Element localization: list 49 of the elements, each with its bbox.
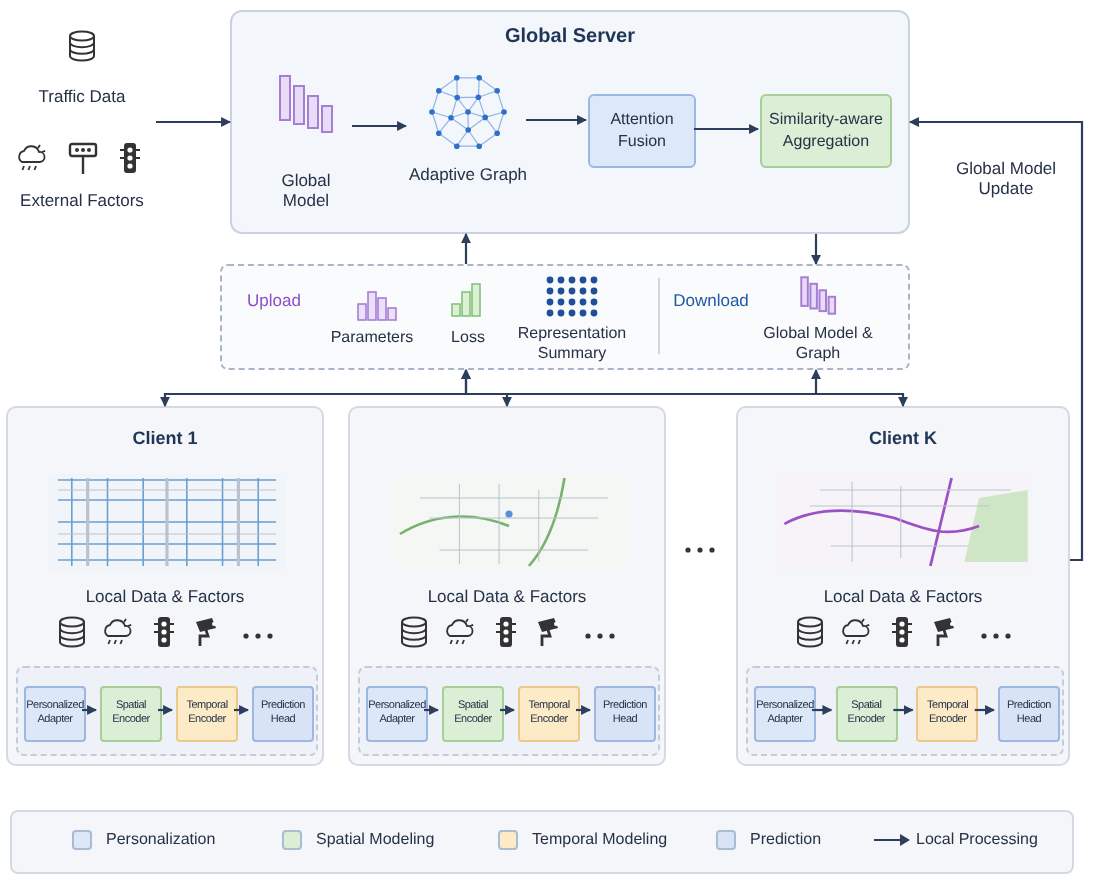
legend-label: Personalization xyxy=(106,830,216,850)
process-box: Similarity-aware Aggregation xyxy=(760,94,892,168)
process-box: Attention Fusion xyxy=(588,94,696,168)
arrow xyxy=(500,705,515,715)
arrow xyxy=(576,705,591,715)
panel-title: Client 1 xyxy=(130,428,200,450)
icon-caption: Global Model & Graph xyxy=(761,324,875,363)
icon-caption: Loss xyxy=(449,328,487,348)
caption-text: External Factors xyxy=(18,190,146,211)
legend-label: Spatial Modeling xyxy=(316,830,435,850)
legend-label: Local Processing xyxy=(916,830,1038,850)
arrow xyxy=(811,234,821,265)
section-label: Upload xyxy=(245,290,303,311)
arrow xyxy=(352,121,407,131)
icon-caption: Adaptive Graph xyxy=(408,164,528,185)
client-panel xyxy=(6,406,324,766)
arrow xyxy=(909,117,1084,562)
arrow xyxy=(974,705,995,715)
arrow xyxy=(694,124,759,134)
legend-label: Temporal Modeling xyxy=(532,830,668,850)
arrow xyxy=(461,233,471,264)
dashed-panel xyxy=(220,264,910,370)
icon-caption: Representation Summary xyxy=(515,324,629,363)
caption-text: Local Data & Factors xyxy=(821,586,985,607)
dashed-group xyxy=(358,666,660,756)
legend-label: Prediction xyxy=(750,830,822,850)
server-panel xyxy=(230,10,910,234)
icon-caption: Parameters xyxy=(328,328,416,348)
arrow xyxy=(526,115,587,125)
arrow xyxy=(82,705,97,715)
arrow xyxy=(893,705,914,715)
caption-text: Traffic Data xyxy=(36,86,128,107)
section-label: Download xyxy=(671,290,751,311)
arrow xyxy=(461,369,908,407)
arrow xyxy=(158,705,173,715)
panel-title: Client K xyxy=(866,428,939,450)
arrow xyxy=(156,117,231,127)
arrow xyxy=(424,705,439,715)
arrow xyxy=(812,705,833,715)
panel-title: Global Server xyxy=(502,26,638,50)
dashed-group xyxy=(16,666,318,756)
client-panel xyxy=(736,406,1070,766)
dashed-group xyxy=(746,666,1064,756)
caption-text: Local Data & Factors xyxy=(83,586,247,607)
icon-caption: Global Model xyxy=(279,170,333,211)
caption-text: Local Data & Factors xyxy=(425,586,589,607)
client-panel xyxy=(348,406,666,766)
arrow xyxy=(160,369,821,407)
arrow xyxy=(234,705,249,715)
